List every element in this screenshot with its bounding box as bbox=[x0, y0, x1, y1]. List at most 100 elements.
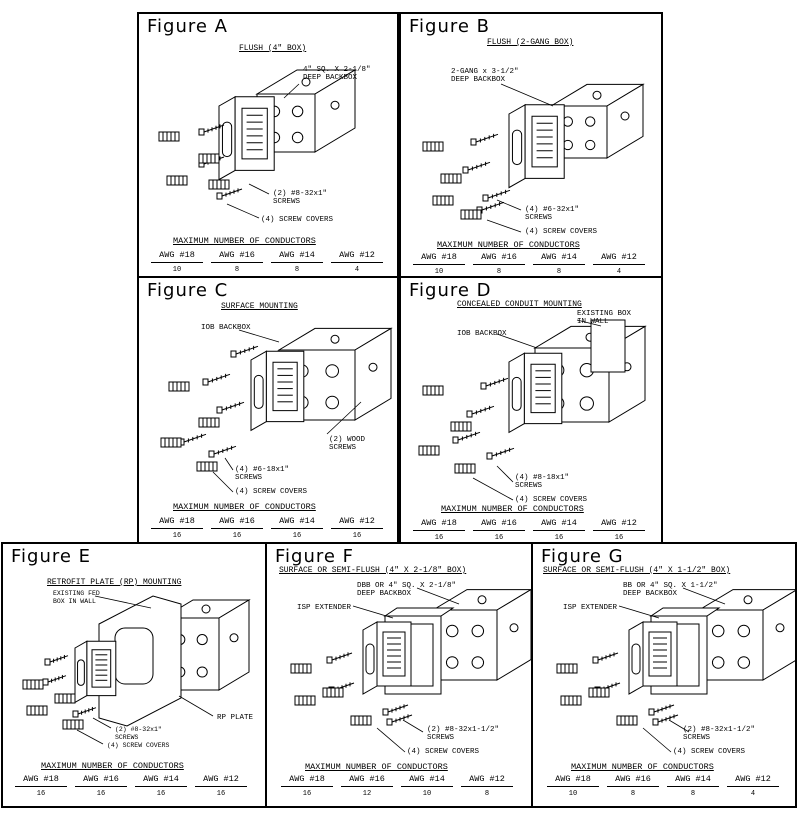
conductor-count: 16 bbox=[216, 790, 226, 798]
figure-b-callout-backbox: 2-GANG x 3-1/2" DEEP BACKBOX bbox=[451, 68, 519, 84]
leader-line bbox=[227, 204, 259, 218]
screw bbox=[179, 434, 206, 445]
awg-label: AWG #14 bbox=[135, 774, 187, 787]
awg-label: AWG #18 bbox=[151, 516, 203, 529]
figure-f-panel: Figure F SURFACE OR SEMI-FLUSH (4" X 2-1… bbox=[265, 542, 533, 808]
conductor-count: 16 bbox=[96, 790, 106, 798]
figure-f-conductor-header: MAXIMUM NUMBER OF CONDUCTORS bbox=[305, 762, 448, 772]
device-plate bbox=[363, 622, 411, 694]
screw bbox=[203, 374, 230, 385]
figure-d-drawing bbox=[401, 278, 663, 544]
screw bbox=[487, 448, 514, 459]
conductor-count: 8 bbox=[496, 268, 502, 276]
conductor-count: 8 bbox=[690, 790, 696, 798]
figure-c-conductor-header: MAXIMUM NUMBER OF CONDUCTORS bbox=[173, 502, 316, 512]
screw-cover bbox=[423, 386, 443, 395]
figure-d-callout-screws: (4) #8-18x1" SCREWS bbox=[515, 474, 570, 490]
leader-line bbox=[669, 720, 689, 732]
backbox bbox=[551, 84, 643, 158]
screw-cover bbox=[351, 716, 371, 725]
leader-line bbox=[577, 320, 601, 326]
screw-cover bbox=[433, 196, 453, 205]
figure-b-callout-screws: (4) #6-32x1" SCREWS bbox=[525, 206, 580, 222]
screw bbox=[483, 190, 510, 201]
figure-e-callout-existing: EXISTING FED BOX IN WALL bbox=[53, 590, 100, 605]
screw-cover bbox=[323, 688, 343, 697]
screw bbox=[327, 652, 352, 663]
line-art bbox=[139, 278, 399, 544]
awg-label: AWG #14 bbox=[667, 774, 719, 787]
figure-e-awg14: AWG #14 16 bbox=[135, 774, 187, 798]
screw bbox=[463, 162, 490, 173]
figure-e-drawing bbox=[3, 544, 267, 808]
figure-a-panel: Figure A FLUSH (4" BOX) 4" SQ. X 2-1/8" … bbox=[137, 12, 399, 278]
screw-cover bbox=[199, 154, 219, 163]
figure-e-callout-covers: (4) SCREW COVERS bbox=[107, 742, 170, 749]
figure-g-conductor-header: MAXIMUM NUMBER OF CONDUCTORS bbox=[571, 762, 714, 772]
figure-f-callout-backbox: DBB OR 4" SQ. X 2-1/8" DEEP BACKBOX bbox=[357, 582, 457, 598]
figure-g-callout-backbox: BB OR 4" SQ. X 1-1/2" DEEP BACKBOX bbox=[623, 582, 718, 598]
leader-line bbox=[93, 718, 111, 728]
screw-cover bbox=[295, 696, 315, 705]
conductor-count: 16 bbox=[36, 790, 46, 798]
screw-cover bbox=[423, 142, 443, 151]
screw bbox=[43, 675, 66, 685]
screw bbox=[217, 402, 244, 413]
line-art bbox=[139, 14, 399, 278]
figure-a-title: Figure A bbox=[147, 16, 228, 37]
screw bbox=[453, 432, 480, 443]
awg-label: AWG #14 bbox=[271, 516, 323, 529]
leader-line bbox=[327, 402, 361, 434]
conductor-count: 10 bbox=[172, 266, 182, 274]
awg-label: AWG #14 bbox=[401, 774, 453, 787]
awg-label: AWG #18 bbox=[413, 518, 465, 531]
conductor-count: 8 bbox=[294, 266, 300, 274]
figure-a-subtitle: FLUSH (4" BOX) bbox=[239, 44, 307, 53]
line-art bbox=[401, 278, 663, 544]
leader-line bbox=[683, 588, 725, 604]
conductor-count: 16 bbox=[232, 532, 242, 540]
awg-label: AWG #12 bbox=[331, 250, 383, 263]
leader-line bbox=[497, 466, 513, 482]
conductor-count: 4 bbox=[750, 790, 756, 798]
conductor-count: 8 bbox=[234, 266, 240, 274]
figure-a-callout-backbox: 4" SQ. X 2-1/8" DEEP BACKBOX bbox=[303, 66, 371, 82]
figure-e-conductor-header: MAXIMUM NUMBER OF CONDUCTORS bbox=[41, 761, 184, 771]
screw-cover bbox=[23, 680, 43, 689]
figure-e-callout-rp-plate: RP PLATE bbox=[217, 714, 254, 722]
awg-label: AWG #16 bbox=[211, 250, 263, 263]
conductor-count: 12 bbox=[362, 790, 372, 798]
figure-c-title: Figure C bbox=[147, 280, 229, 301]
leader-line bbox=[403, 720, 423, 732]
line-art bbox=[267, 544, 531, 808]
awg-label: AWG #12 bbox=[195, 774, 247, 787]
conductor-count: 16 bbox=[156, 790, 166, 798]
awg-label: AWG #12 bbox=[593, 518, 645, 531]
leader-line bbox=[643, 728, 671, 752]
screw-cover bbox=[209, 180, 229, 189]
figure-d-subtitle: CONCEALED CONDUIT MOUNTING bbox=[457, 300, 582, 309]
screw-cover bbox=[159, 132, 179, 141]
screw bbox=[73, 707, 96, 717]
figure-b-conductor-header: MAXIMUM NUMBER OF CONDUCTORS bbox=[437, 240, 580, 250]
conductor-count: 8 bbox=[484, 790, 490, 798]
conductor-count: 8 bbox=[630, 790, 636, 798]
line-art bbox=[401, 14, 663, 278]
figure-d-title: Figure D bbox=[409, 280, 492, 301]
figure-g-callout-screws: (2) #8-32x1-1/2" SCREWS bbox=[683, 726, 756, 742]
figure-g-panel: Figure G SURFACE OR SEMI-FLUSH (4" X 1-1… bbox=[531, 542, 797, 808]
conductor-count: 4 bbox=[616, 268, 622, 276]
screw bbox=[209, 446, 236, 457]
figure-e-subtitle: RETROFIT PLATE (RP) MOUNTING bbox=[47, 578, 182, 587]
